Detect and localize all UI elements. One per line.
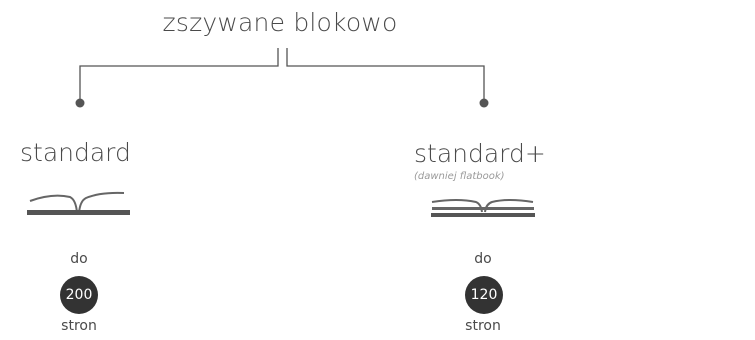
page-count-badge-standard: 200 <box>60 276 98 314</box>
connector-left <box>79 48 279 101</box>
connector-right <box>286 48 485 101</box>
page-count-badge-standard-plus: 120 <box>465 276 503 314</box>
prefix-label-standard-plus: do <box>474 251 492 267</box>
suffix-label-standard: stron <box>61 318 97 334</box>
node-dot-right <box>479 98 489 108</box>
diagram-title: zszywane blokowo <box>162 8 398 37</box>
node-dot-left <box>75 98 85 108</box>
open-book-icon <box>27 191 130 215</box>
variant-name-standard: standard <box>20 138 131 167</box>
suffix-label-standard-plus: stron <box>465 318 501 334</box>
prefix-label-standard: do <box>70 251 88 267</box>
variant-note-standard-plus: (dawniej flatbook) <box>414 171 505 182</box>
variant-name-standard-plus: standard+ <box>414 139 546 168</box>
flat-open-book-icon <box>431 199 535 217</box>
